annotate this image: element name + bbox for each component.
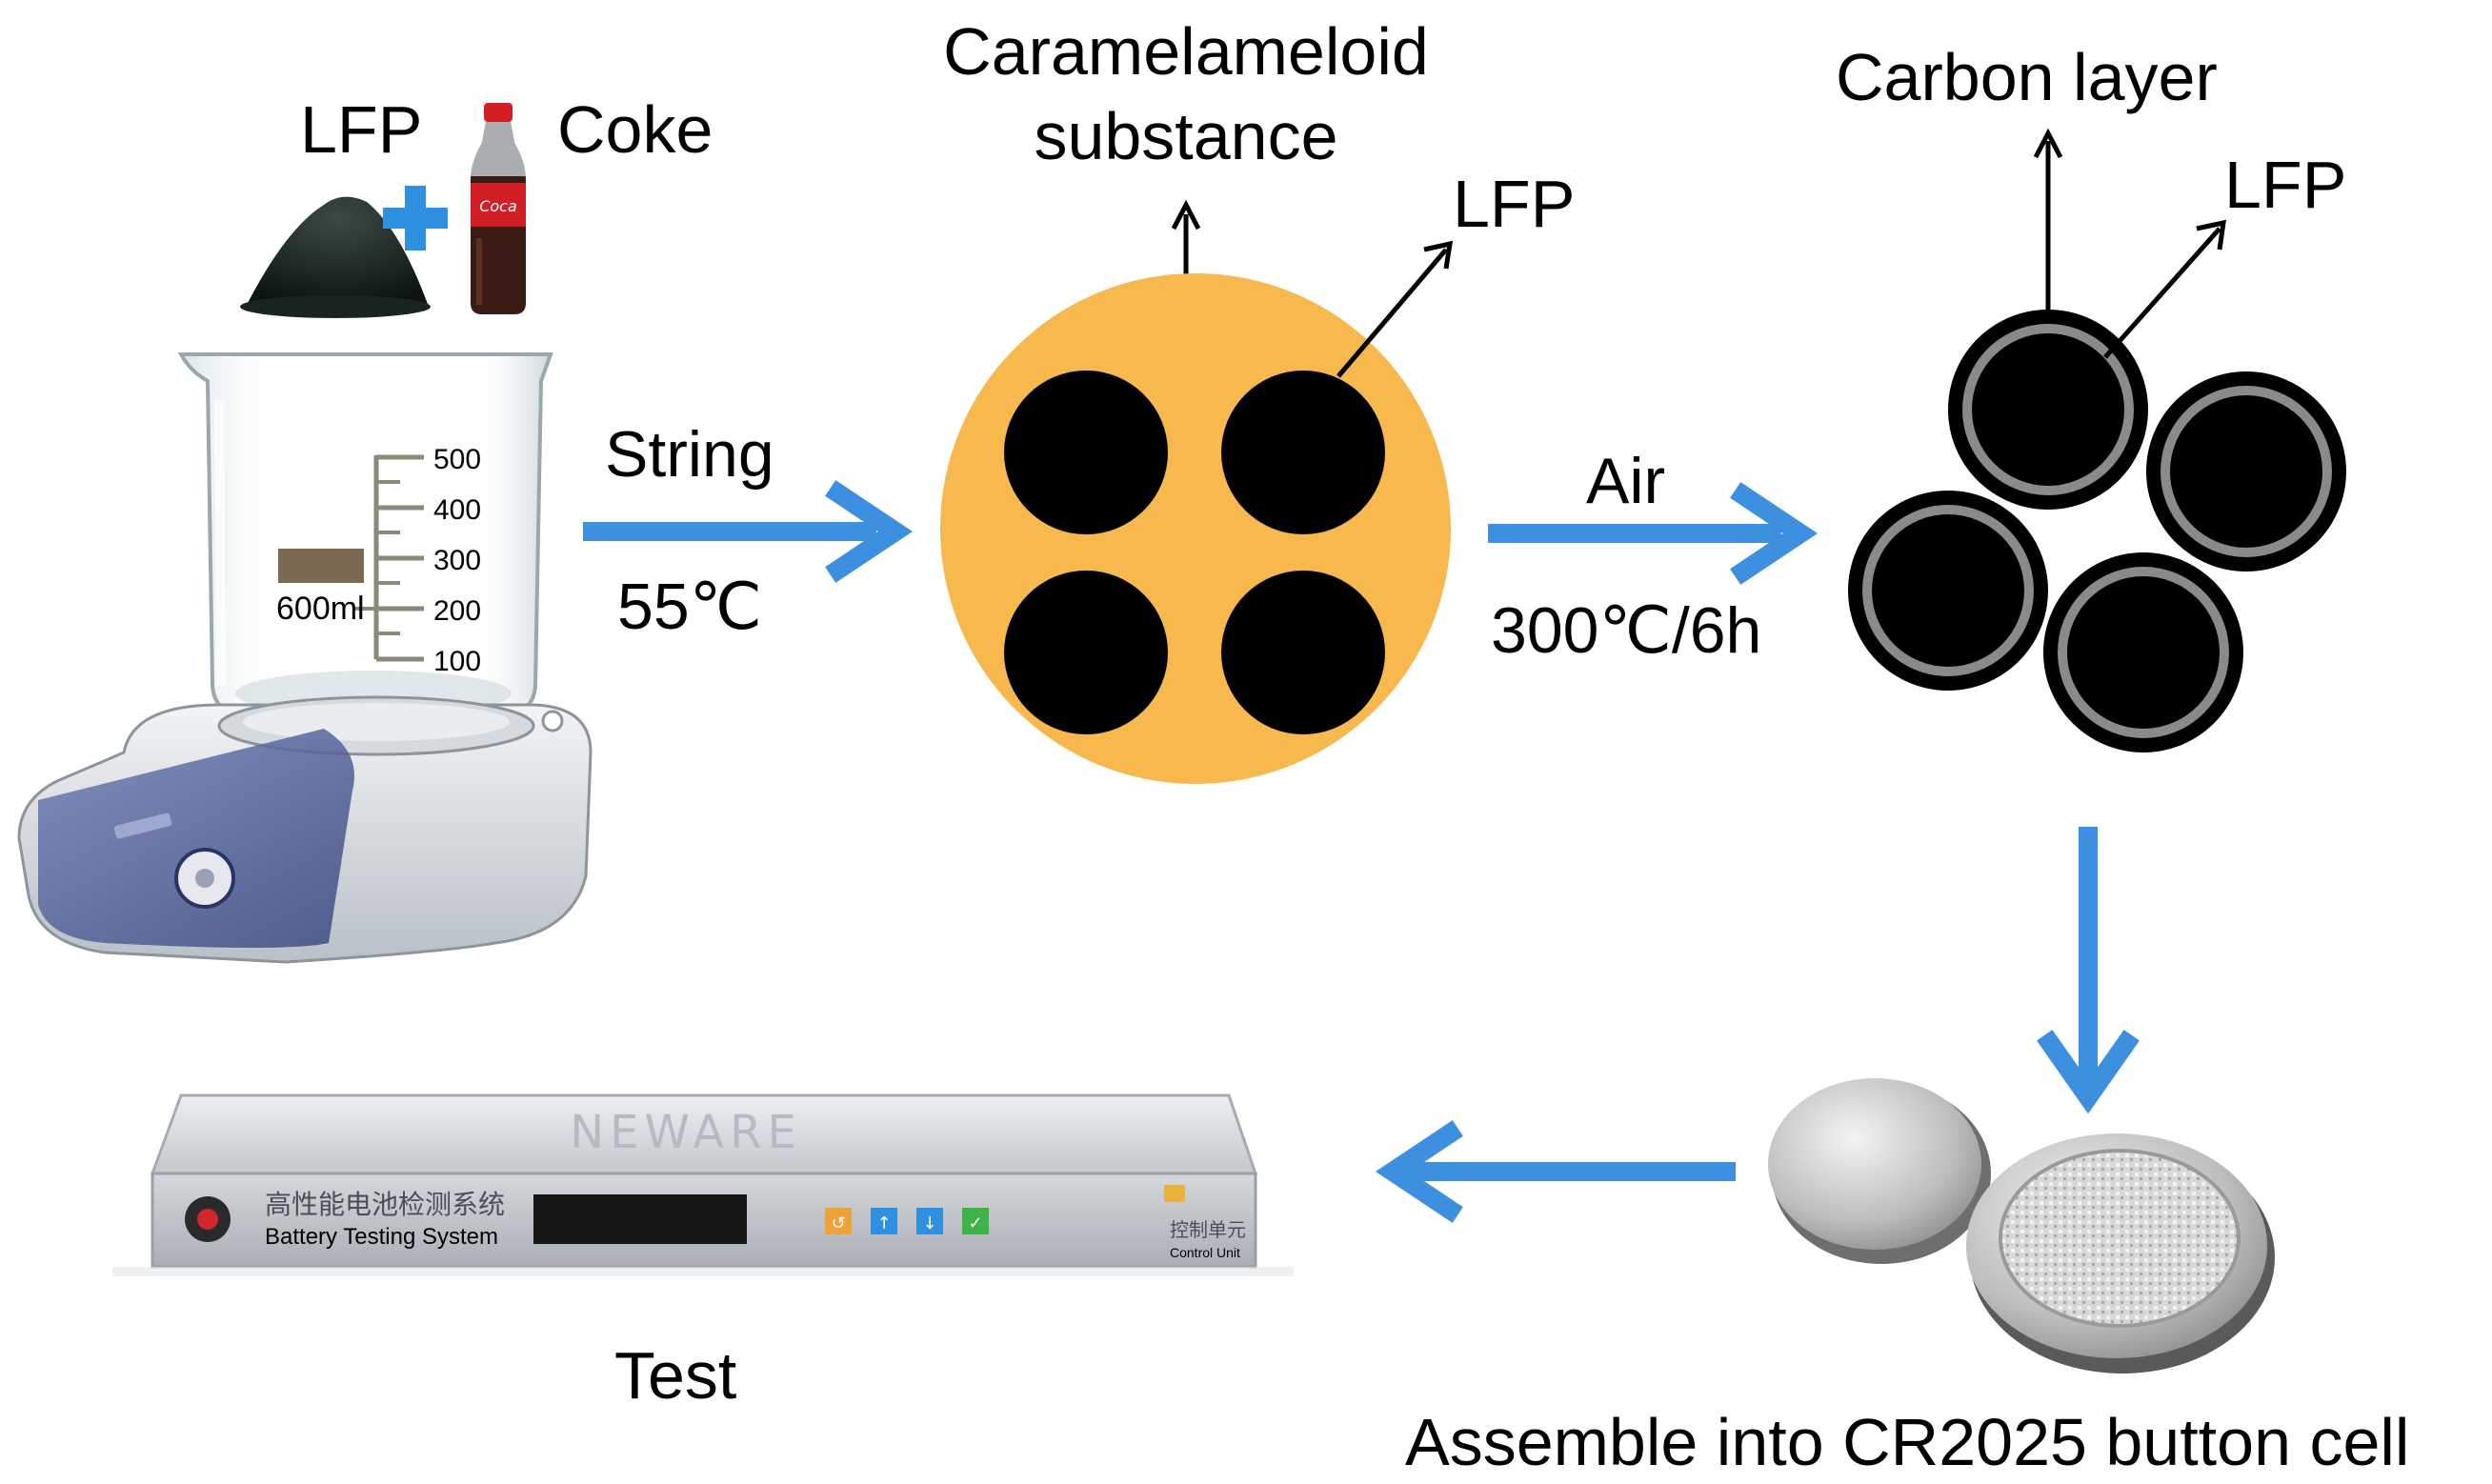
beaker-graduations	[352, 454, 424, 662]
caramelameloid-label-line2: substance	[1034, 99, 1337, 173]
caramel-coated-composite	[940, 273, 1451, 784]
arrow-right-icon-1	[583, 480, 914, 583]
beaker-volume-patch	[278, 549, 364, 583]
beaker-volume-label: 600ml	[276, 591, 365, 627]
tester-button-down-icon	[916, 1208, 943, 1234]
lfp-particle	[1004, 571, 1168, 734]
svg-text:↑: ↑	[876, 1213, 891, 1233]
beaker-tick-400: 400	[433, 494, 481, 526]
arrow-down-icon	[2037, 827, 2140, 1114]
tester-display	[533, 1194, 747, 1244]
svg-text:↓: ↓	[922, 1213, 936, 1233]
lfp-label-mid: LFP	[1453, 167, 1575, 241]
carbon-layer-label: Carbon layer	[1836, 40, 2218, 114]
coke-bottle-icon: Coca	[471, 103, 526, 314]
lfp-label-right: LFP	[2224, 148, 2346, 222]
lfp-particle	[1221, 371, 1385, 534]
carbon-coated-lfp-particle	[2146, 371, 2346, 572]
svg-text:✓: ✓	[968, 1213, 982, 1233]
tester-logo-icon	[1164, 1185, 1185, 1202]
caramelameloid-label-line1: Caramelameloid	[943, 14, 1429, 89]
tester-unit-en: Control Unit	[1170, 1245, 1240, 1260]
battery-testing-system: NEWARE 高性能电池检测系统 Battery Testing System …	[112, 1093, 1294, 1276]
svg-text:Coca: Coca	[479, 197, 517, 215]
arrow-right-icon-2	[1488, 482, 1819, 585]
beaker-tick-200: 200	[433, 595, 481, 627]
tester-button-back-icon	[825, 1208, 852, 1234]
tester-brand-embossed: NEWARE	[570, 1106, 802, 1159]
test-label: Test	[614, 1338, 736, 1413]
beaker-tick-100: 100	[433, 646, 481, 677]
carbon-coated-lfp-particle	[2043, 552, 2243, 752]
temperature-300-label: 300℃/6h	[1491, 594, 1761, 667]
carbon-coated-lfp-particle	[1948, 310, 2148, 510]
tester-title-cn: 高性能电池检测系统	[265, 1189, 505, 1220]
lfp-label-top: LFP	[300, 92, 422, 167]
plus-icon	[383, 186, 448, 251]
beaker-tick-300: 300	[433, 545, 481, 576]
svg-text:↺: ↺	[831, 1213, 845, 1233]
tester-title-en: Battery Testing System	[265, 1224, 498, 1250]
magnetic-stirrer	[17, 695, 593, 964]
arrow-left-icon	[1375, 1120, 1736, 1223]
air-label: Air	[1586, 445, 1665, 517]
string-label: String	[605, 418, 774, 491]
beaker-tick-500: 500	[433, 444, 481, 475]
cr2025-button-cell-icon	[1768, 1078, 2275, 1374]
carbon-layer-arrow-up-icon	[2033, 128, 2063, 312]
lfp-particle	[1221, 571, 1385, 734]
temperature-55-label: 55℃	[617, 571, 762, 643]
lfp-pointer-arrow-icon	[1336, 240, 1454, 378]
assemble-button-cell-label: Assemble into CR2025 button cell	[1405, 1405, 2409, 1479]
lfp-particle	[1004, 371, 1168, 534]
carbon-coated-lfp-particle	[1848, 491, 2048, 691]
lfp-right-pointer-arrow-icon	[2103, 219, 2226, 359]
tester-unit-cn: 控制单元	[1170, 1218, 1246, 1241]
coke-label: Coke	[557, 92, 713, 167]
tester-button-confirm-icon	[962, 1208, 989, 1234]
glass-beaker: 500 400 300 200 100 600ml	[177, 352, 553, 718]
tester-button-up-icon	[871, 1208, 897, 1234]
